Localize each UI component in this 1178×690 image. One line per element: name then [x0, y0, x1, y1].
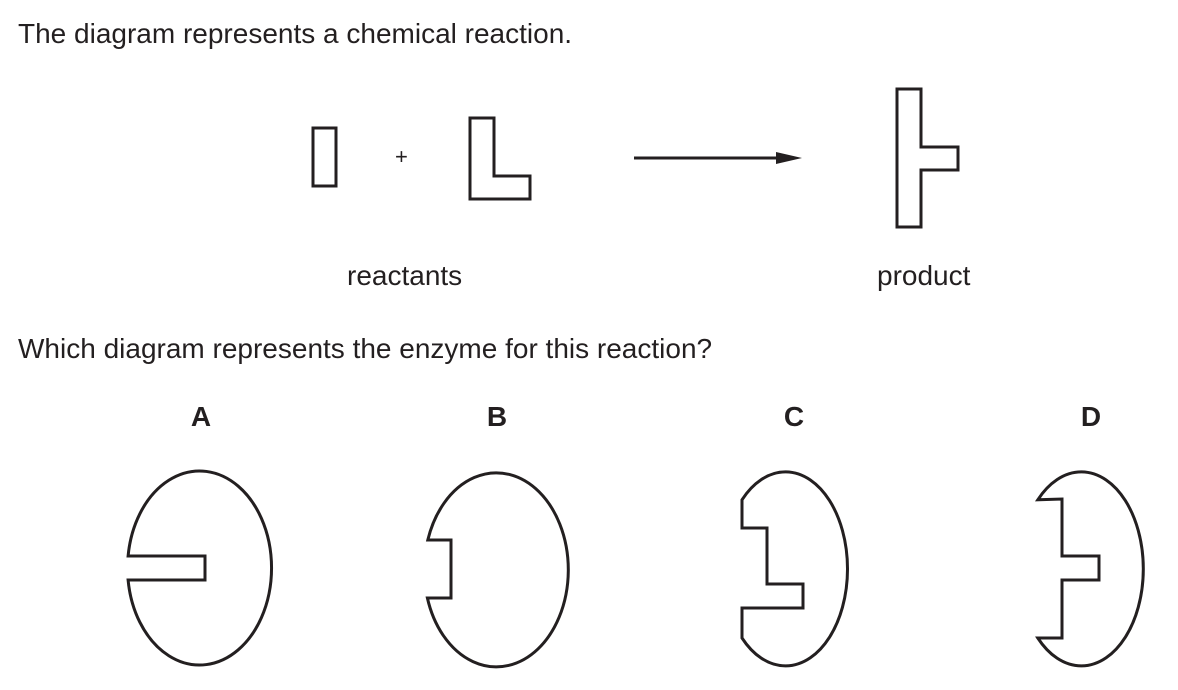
product-shape: [895, 87, 960, 229]
enzyme-option-d-shape[interactable]: [1034, 470, 1145, 668]
reactant-rectangle-shape: [311, 126, 338, 188]
reactants-label: reactants: [347, 260, 463, 291]
enzyme-option-a-shape[interactable]: [126, 469, 274, 667]
enzyme-option-c-shape[interactable]: [740, 470, 850, 668]
enzyme-option-b-shape[interactable]: [425, 471, 570, 669]
reaction-arrowhead: [776, 152, 802, 164]
plus-sign: +: [395, 144, 408, 169]
option-a-label: A: [190, 401, 212, 432]
option-b-label: B: [486, 401, 508, 432]
question-prompt: Which diagram represents the enzyme for …: [18, 333, 713, 364]
reactant-l-shape: [468, 116, 532, 201]
option-d-label: D: [1080, 401, 1102, 432]
option-c-label: C: [783, 401, 805, 432]
question-intro: The diagram represents a chemical reacti…: [18, 18, 573, 49]
product-label: product: [877, 260, 971, 291]
